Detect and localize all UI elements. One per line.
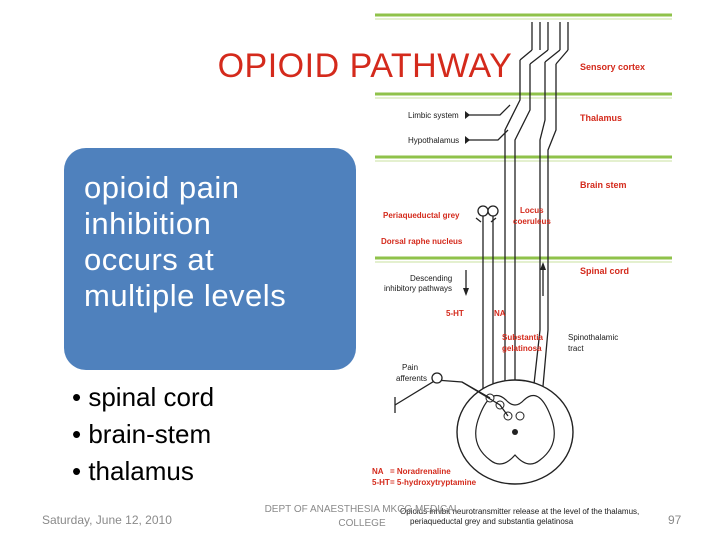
label-substantia-line1: Substantia [502,333,543,342]
callout-line: multiple levels [84,278,287,313]
level-item-brain-stem: • brain-stem [72,419,212,449]
spinal-cord-section [456,379,574,485]
footer-department: DEPT OF ANAESTHESIA MKCG MEDICAL COLLEGE [264,503,460,531]
level-item-spinal-cord: • spinal cord [72,382,215,412]
level-bands [375,13,672,260]
callout-line: occurs at [84,242,215,277]
label-pain-line1: Pain [402,363,418,372]
slide-title: OPIOID PATHWAY [217,47,513,85]
label-spinal-cord: Spinal cord [580,266,629,276]
level-item-thalamus: • thalamus [72,456,194,486]
levels-list: • spinal cord • brain-stem • thalamus [72,379,214,490]
cortex-branches [519,22,569,65]
opioid-pathway-diagram: Sensory cortex Thalamus Brain stem Spina… [372,13,672,526]
label-dorsal-raphe: Dorsal raphe nucleus [381,237,463,246]
footer-page-number: 97 [668,513,682,527]
legend-5ht-value: = 5-hydroxytryptamine [390,478,477,487]
label-spinothalamic-line1: Spinothalamic [568,333,618,342]
pain-afferent-fibre [394,372,509,417]
label-limbic-system: Limbic system [408,111,459,120]
label-hypothalamus: Hypothalamus [408,136,459,145]
label-periaqueductal-grey: Periaqueductal grey [383,211,460,220]
label-descending-line2: inhibitory pathways [384,284,452,293]
footer-date: Saturday, June 12, 2010 [42,513,172,527]
footer-department-line1: DEPT OF ANAESTHESIA MKCG MEDICAL [264,504,460,515]
legend-5ht-key: 5-HT [372,478,390,487]
label-pain-line2: afferents [396,374,427,383]
label-descending-line1: Descending [410,274,452,283]
diagram-caption-line2: periaqueductal grey and substantia gelat… [410,517,574,526]
label-spinothalamic-line2: tract [568,344,584,353]
label-locus-line1: Locus [520,206,544,215]
callout-box [64,148,356,370]
callout-line: opioid pain [84,170,240,205]
label-thalamus: Thalamus [580,113,622,123]
label-brain-stem: Brain stem [580,180,627,190]
footer-department-line2: COLLEGE [338,518,386,529]
callout-line: inhibition [84,206,212,241]
brainstem-nuclei [475,205,499,223]
legend-na-key: NA [372,467,384,476]
callout-text: opioid pain inhibition occurs at multipl… [84,170,352,314]
diagram-caption-line1: Opioids inhibit neurotransmitter release… [400,507,639,516]
label-5ht: 5-HT [446,309,464,318]
tract-lines [468,60,557,421]
legend-na-value: = Noradrenaline [390,467,451,476]
label-substantia-line2: gelatinosa [502,344,542,353]
label-na: NA [494,309,506,318]
label-locus-line2: coeruleus [513,217,551,226]
label-sensory-cortex: Sensory cortex [580,62,645,72]
